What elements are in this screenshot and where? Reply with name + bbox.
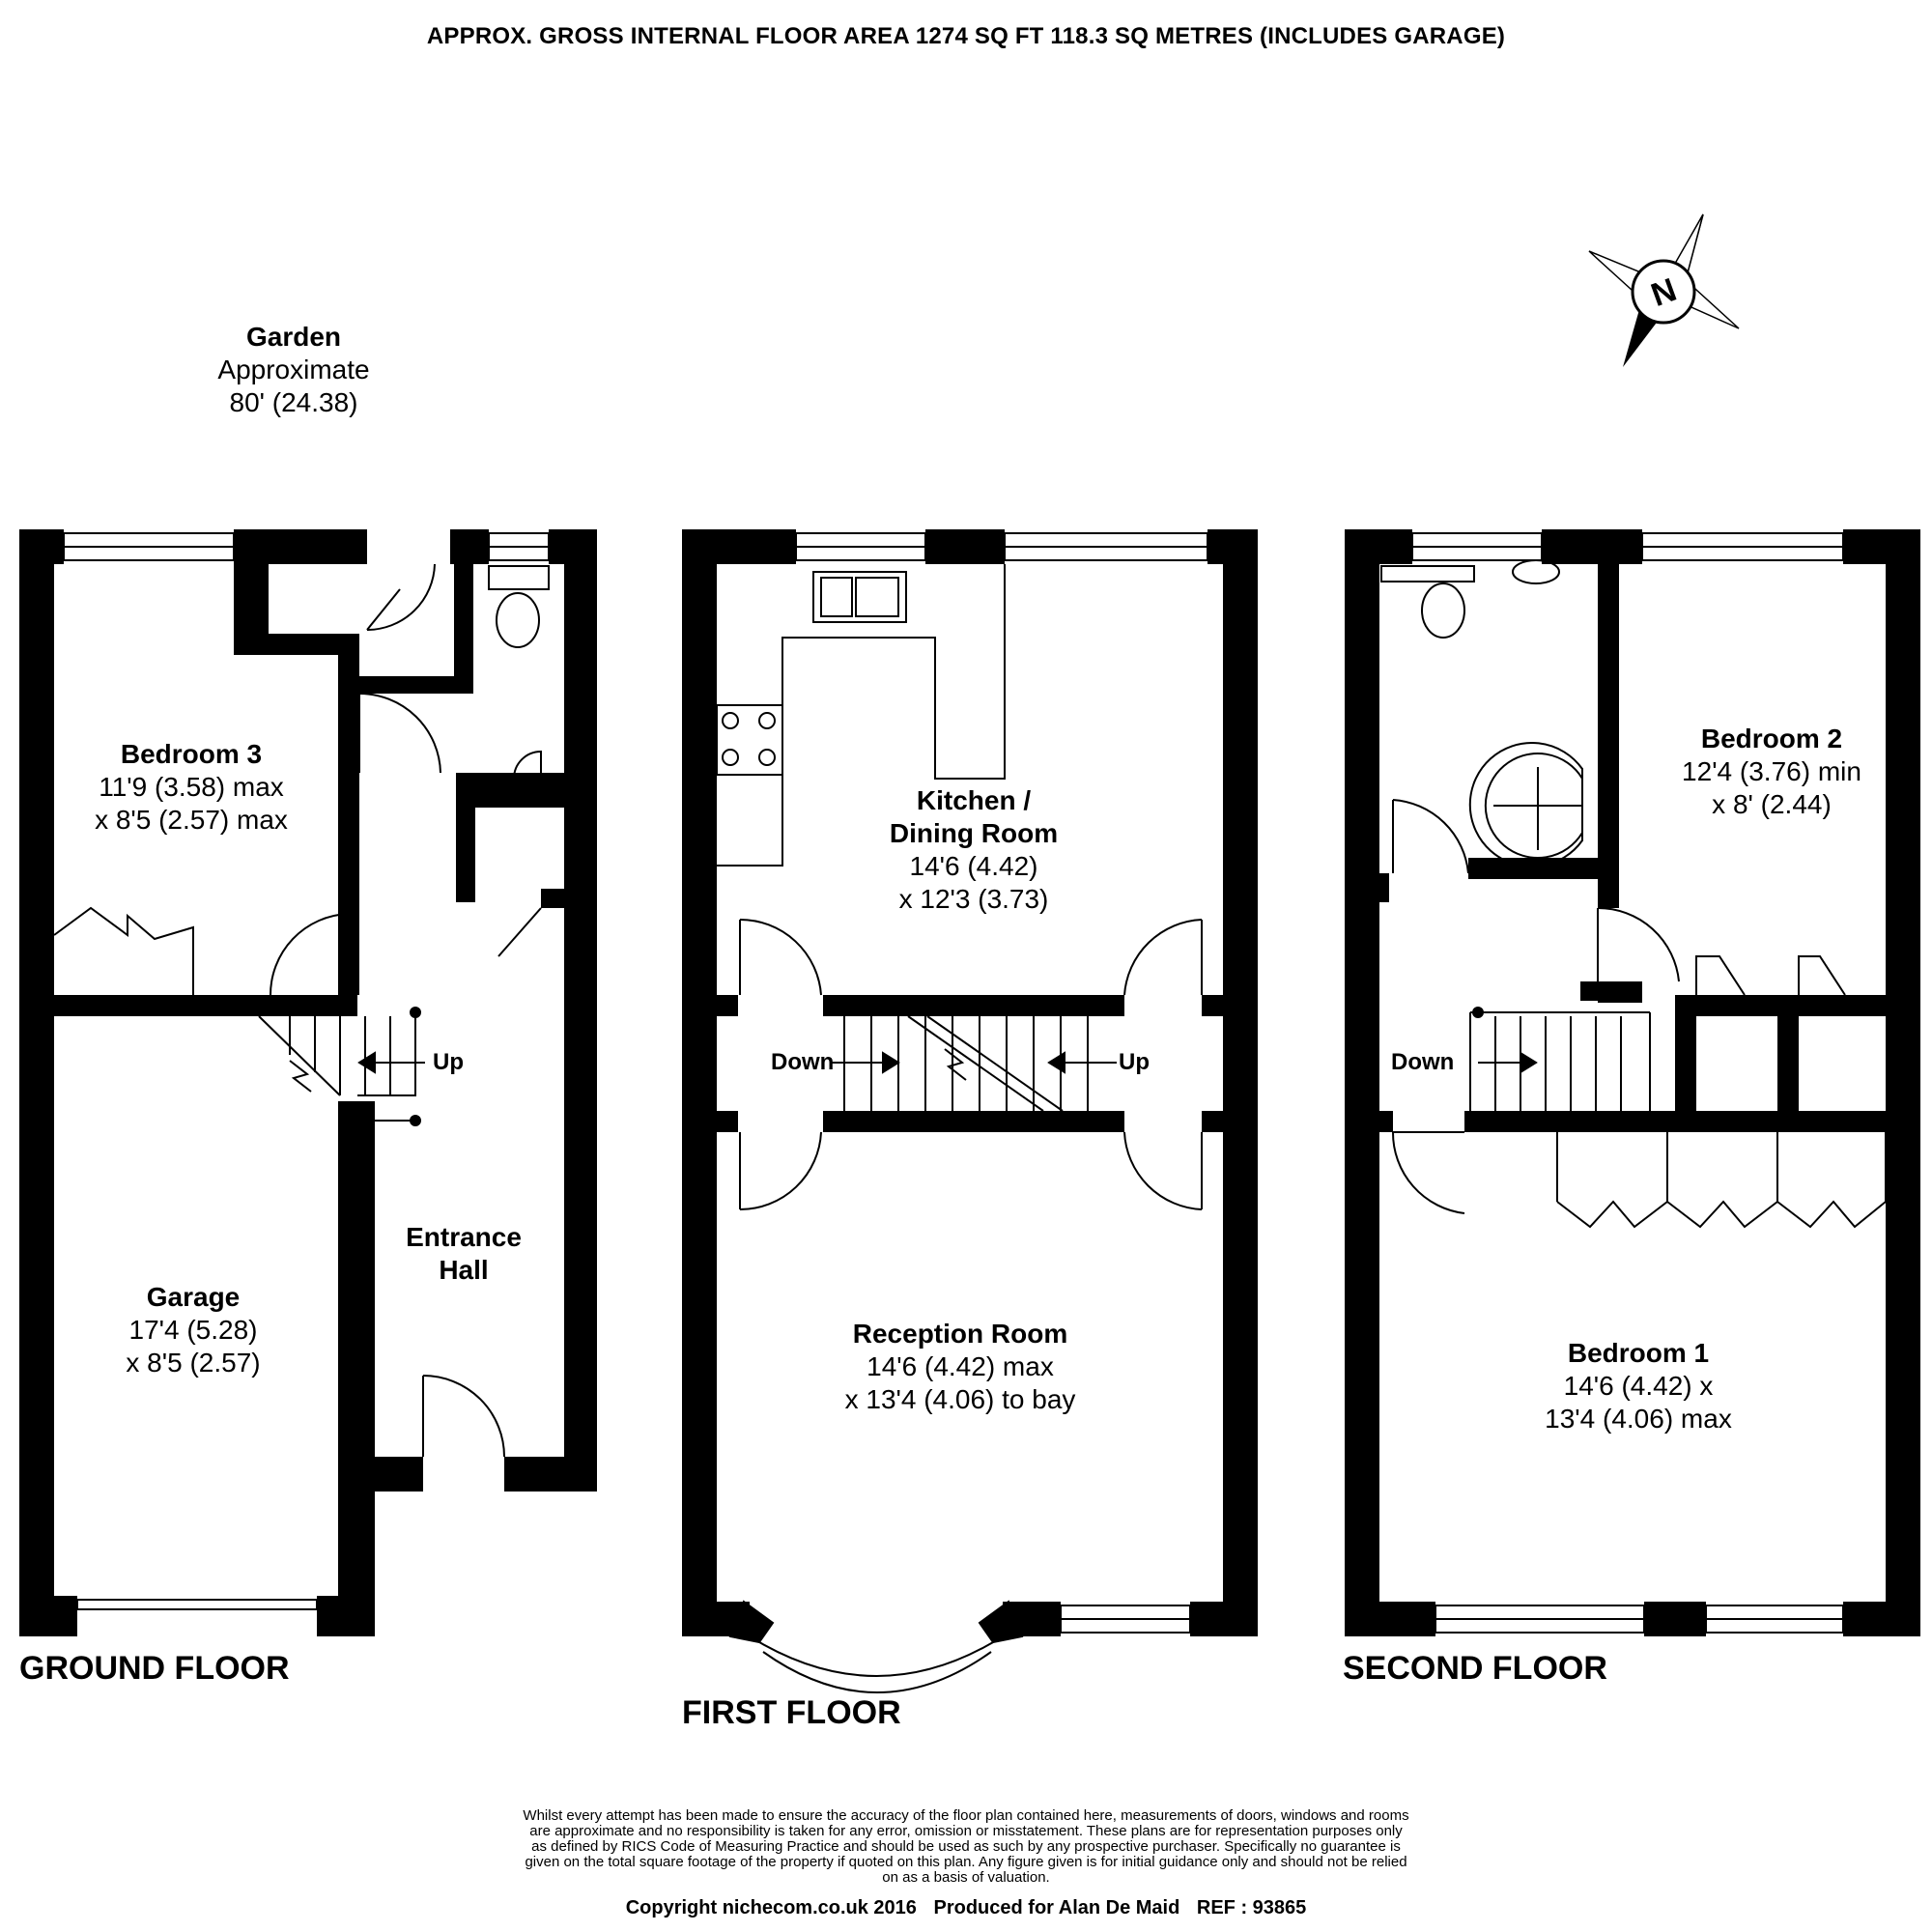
garden-line2: 80' (24.38) (229, 387, 358, 417)
room-kitchen-dim2: x 12'3 (3.73) (898, 884, 1049, 914)
room-garage-dim2: x 8'5 (2.57) (126, 1348, 261, 1378)
garden-name: Garden (245, 322, 342, 352)
compass-icon: N (1588, 213, 1740, 367)
room-bedroom2-name: Bedroom 2 (1700, 724, 1843, 753)
disclaimer-line: given on the total square footage of the… (525, 1854, 1407, 1870)
disclaimer-line: Whilst every attempt has been made to en… (523, 1807, 1409, 1824)
room-reception-dim2: x 13'4 (4.06) to bay (844, 1384, 1076, 1414)
room-reception-dim1: 14'6 (4.42) max (867, 1351, 1054, 1381)
room-garage-dim1: 17'4 (5.28) (128, 1315, 258, 1345)
room-bedroom3-name: Bedroom 3 (120, 739, 263, 769)
room-bedroom3-dim1: 11'9 (3.58) max (99, 772, 284, 802)
room-entrance-hall: Entrance Hall (406, 1221, 522, 1287)
second-floor-lines (1380, 532, 1887, 1634)
second-floor-label: SECOND FLOOR (1343, 1650, 1607, 1687)
floor-area-header: APPROX. GROSS INTERNAL FLOOR AREA 1274 S… (426, 23, 1506, 49)
first-floor-label: FIRST FLOOR (682, 1694, 901, 1731)
disclaimer-line: on as a basis of valuation. (882, 1869, 1050, 1886)
room-garage-name: Garage (146, 1282, 241, 1312)
garden-label: Garden Approximate 80' (24.38) (217, 321, 369, 419)
disclaimer: Whilst every attempt has been made to en… (454, 1808, 1478, 1886)
room-kitchen-dim1: 14'6 (4.42) (909, 851, 1038, 881)
room-reception-name: Reception Room (852, 1319, 1068, 1349)
room-bedroom3-dim2: x 8'5 (2.57) max (95, 805, 288, 835)
copyright-text: Copyright nichecom.co.uk 2016 (625, 1897, 917, 1918)
room-bedroom2-dim2: x 8' (2.44) (1712, 789, 1832, 819)
room-entrance-name1: Entrance (406, 1222, 522, 1252)
second-floor-plan (1345, 529, 1920, 1636)
room-bedroom3: Bedroom 3 11'9 (3.58) max x 8'5 (2.57) m… (95, 738, 288, 837)
room-bedroom2: Bedroom 2 12'4 (3.76) min x 8' (2.44) (1682, 723, 1861, 821)
first-floor-plan (682, 529, 1258, 1636)
ground-floor-plan (19, 529, 597, 1636)
room-bedroom1-name: Bedroom 1 (1567, 1338, 1710, 1368)
room-entrance-name2: Hall (439, 1255, 489, 1285)
room-bedroom2-dim1: 12'4 (3.76) min (1682, 756, 1861, 786)
ground-floor-lines (53, 532, 550, 1610)
first-floor-lines (716, 532, 1208, 1693)
room-kitchen-dining: Kitchen / Dining Room 14'6 (4.42) x 12'3… (890, 784, 1058, 916)
room-kitchen-name2: Dining Room (889, 818, 1059, 848)
garden-line1: Approximate (217, 355, 370, 384)
footer: Copyright nichecom.co.uk 2016 Produced f… (0, 1897, 1932, 1919)
ground-stairs-up-label: Up (433, 1049, 464, 1075)
room-garage: Garage 17'4 (5.28) x 8'5 (2.57) (126, 1281, 260, 1379)
reference-text: REF : 93865 (1196, 1897, 1307, 1918)
ground-floor-label: GROUND FLOOR (19, 1650, 290, 1687)
first-stairs-down-label: Down (771, 1049, 835, 1075)
disclaimer-line: as defined by RICS Code of Measuring Pra… (531, 1838, 1401, 1855)
room-bedroom1-dim1: 14'6 (4.42) x (1563, 1371, 1714, 1401)
room-kitchen-name1: Kitchen / (916, 785, 1032, 815)
first-stairs-up-label: Up (1119, 1049, 1150, 1075)
produced-for-text: Produced for Alan De Maid (933, 1897, 1180, 1918)
room-reception: Reception Room 14'6 (4.42) max x 13'4 (4… (845, 1318, 1076, 1416)
room-bedroom1: Bedroom 1 14'6 (4.42) x 13'4 (4.06) max (1545, 1337, 1732, 1435)
disclaimer-line: are approximate and no responsibility is… (529, 1823, 1403, 1839)
second-stairs-down-label: Down (1391, 1049, 1455, 1075)
room-bedroom1-dim2: 13'4 (4.06) max (1545, 1404, 1732, 1434)
